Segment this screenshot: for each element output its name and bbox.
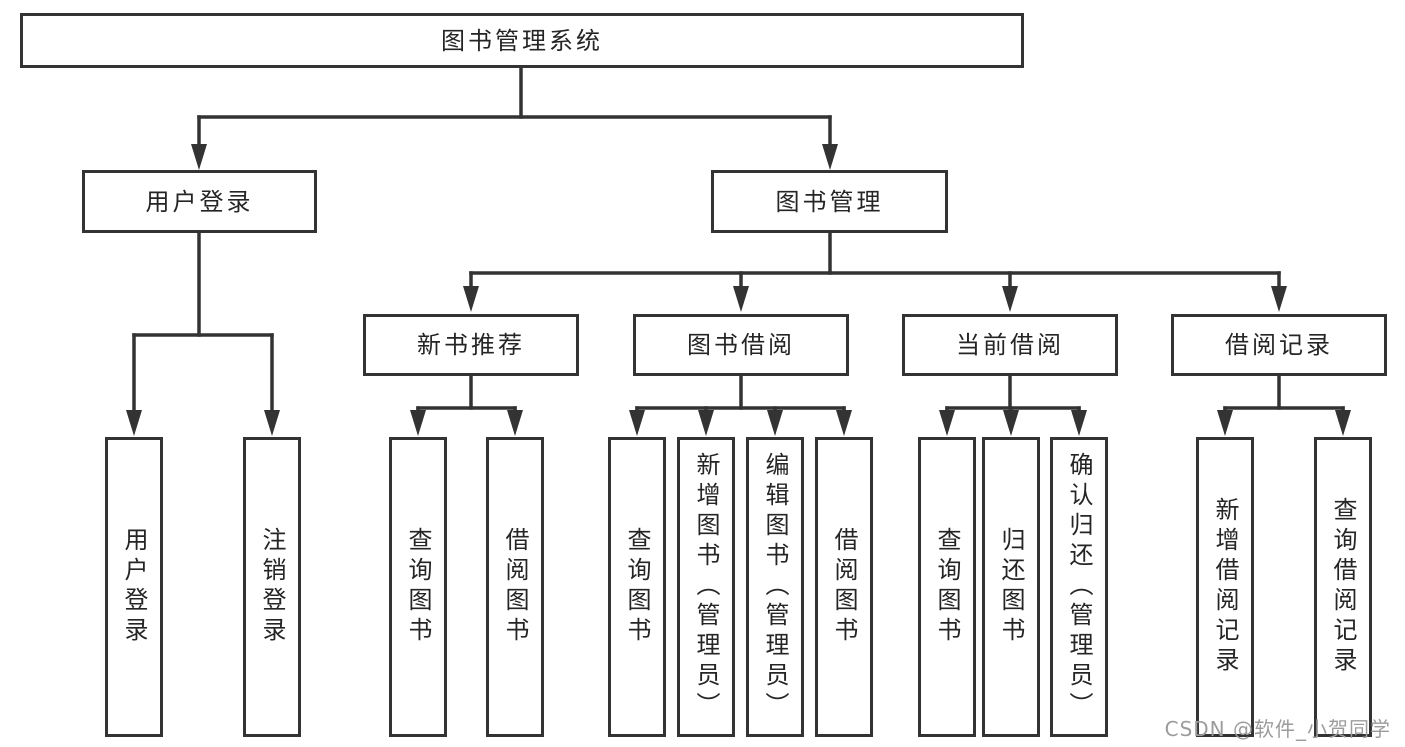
node-current-borrowing-label: 当前借阅 [956, 331, 1064, 359]
connector-new-book-recommend-fork [416, 374, 517, 418]
leaf-add-borrow-record-label: 新增借阅记录 [1211, 497, 1239, 677]
arrow-to-leaf [698, 410, 714, 436]
leaf-confirm-return-admin-label: 确认归还（管理员） [1065, 452, 1093, 722]
leaf-add-books-admin: 新增图书（管理员） [677, 437, 735, 737]
leaf-return-books: 归还图书 [982, 437, 1040, 737]
leaf-confirm-return-admin: 确认归还（管理员） [1050, 437, 1108, 737]
node-user-login: 用户登录 [82, 170, 317, 233]
leaf-query-books-current: 查询图书 [918, 437, 976, 737]
node-book-management-label: 图书管理 [775, 187, 884, 216]
arrow-to-new-book-recommend [463, 286, 479, 312]
connector-book-borrowing-fork [635, 374, 846, 418]
node-root-label: 图书管理系统 [441, 26, 603, 55]
connector-user-login-fork [132, 231, 274, 418]
arrow-to-leaf [410, 410, 426, 436]
arrow-to-leaf [939, 410, 955, 436]
leaf-logout-login-label: 注销登录 [258, 527, 286, 647]
node-root: 图书管理系统 [20, 13, 1024, 68]
node-borrowing-records-label: 借阅记录 [1225, 331, 1333, 359]
connector-borrowing-records-fork [1223, 374, 1345, 418]
arrowheads [126, 144, 1351, 436]
node-book-borrowing: 图书借阅 [633, 314, 849, 376]
leaf-query-books-borrowing: 查询图书 [608, 437, 666, 737]
leaf-add-books-admin-label: 新增图书（管理员） [692, 452, 720, 722]
leaf-query-borrow-record-label: 查询借阅记录 [1329, 497, 1357, 677]
arrow-to-user-login [191, 144, 207, 170]
arrow-to-leaf [836, 410, 852, 436]
leaf-edit-books-admin-label: 编辑图书（管理员） [761, 452, 789, 722]
arrow-to-leaf [264, 410, 280, 436]
leaf-query-books-recommend-label: 查询图书 [404, 527, 432, 647]
arrow-to-leaf [126, 410, 142, 436]
node-borrowing-records: 借阅记录 [1171, 314, 1387, 376]
node-book-management: 图书管理 [711, 170, 948, 233]
node-book-borrowing-label: 图书借阅 [687, 331, 795, 359]
leaf-user-login-label: 用户登录 [120, 527, 148, 647]
arrow-to-book-borrowing [733, 286, 749, 312]
leaf-borrow-books-recommend-label: 借阅图书 [501, 527, 529, 647]
leaf-query-borrow-record: 查询借阅记录 [1314, 437, 1372, 737]
node-new-book-recommend-label: 新书推荐 [417, 331, 525, 359]
leaf-borrow-books-label: 借阅图书 [830, 527, 858, 647]
leaf-query-books-current-label: 查询图书 [933, 527, 961, 647]
csdn-watermark: CSDN @软件_小贺同学 [1164, 717, 1391, 741]
arrow-to-leaf [1335, 410, 1351, 436]
arrow-to-leaf [1217, 410, 1233, 436]
leaf-borrow-books-recommend: 借阅图书 [486, 437, 544, 737]
arrow-to-current-borrowing [1002, 286, 1018, 312]
connector-root-to-level2 [197, 66, 832, 152]
arrow-to-leaf [767, 410, 783, 436]
leaf-edit-books-admin: 编辑图书（管理员） [746, 437, 804, 737]
leaf-add-borrow-record: 新增借阅记录 [1196, 437, 1254, 737]
leaf-query-books-borrowing-label: 查询图书 [623, 527, 651, 647]
leaf-logout-login: 注销登录 [243, 437, 301, 737]
leaf-user-login: 用户登录 [105, 437, 163, 737]
leaf-query-books-recommend: 查询图书 [389, 437, 447, 737]
node-user-login-label: 用户登录 [145, 187, 254, 216]
arrow-to-leaf [629, 410, 645, 436]
node-current-borrowing: 当前借阅 [902, 314, 1118, 376]
arrow-to-borrowing-records [1271, 286, 1287, 312]
arrow-to-book-management [822, 144, 838, 170]
leaf-return-books-label: 归还图书 [997, 527, 1025, 647]
node-new-book-recommend: 新书推荐 [363, 314, 579, 376]
arrow-to-leaf [1003, 410, 1019, 436]
connector-book-management-fork [469, 231, 1281, 294]
leaf-borrow-books: 借阅图书 [815, 437, 873, 737]
arrow-to-leaf [507, 410, 523, 436]
arrow-to-leaf [1071, 410, 1087, 436]
